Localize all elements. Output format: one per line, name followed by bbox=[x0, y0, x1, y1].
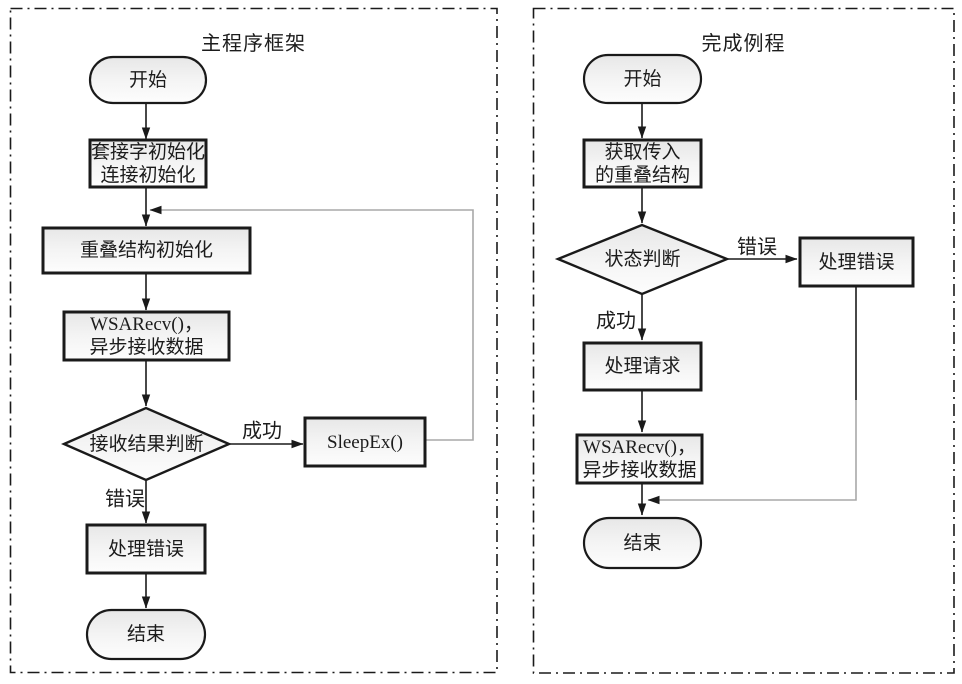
left-panel-frame bbox=[9, 7, 498, 674]
left-error-edge-label: 错误 bbox=[105, 488, 145, 511]
right-handle-error-process-shape bbox=[798, 236, 915, 288]
right-get-overlapped-process-shape bbox=[582, 138, 703, 189]
right-get-overlapped-label: 获取传入 的重叠结构 bbox=[594, 141, 690, 186]
right-end-label: 结束 bbox=[623, 532, 662, 554]
left-overlapped-label: 重叠结构初始化 bbox=[79, 240, 213, 261]
left-init-process-shape bbox=[88, 138, 208, 189]
right-start-terminator-shape bbox=[582, 53, 703, 105]
right-error-edge-label: 错误 bbox=[737, 236, 777, 259]
left-panel-title: 主程序框架 bbox=[201, 33, 306, 55]
edge-left-sleepex-loop-back bbox=[149, 205, 474, 441]
right-panel-title: 完成例程 bbox=[701, 33, 786, 55]
left-overlapped-process-shape bbox=[41, 226, 252, 275]
left-sleepex-label: SleepEx() bbox=[327, 431, 403, 453]
right-handle-error-label: 处理错误 bbox=[818, 251, 895, 273]
left-decision-label: 接收结果判断 bbox=[89, 433, 204, 455]
right-wsarecv-label: WSARecv()， 异步接收数据 bbox=[582, 437, 697, 481]
left-success-edge-label: 成功 bbox=[242, 420, 282, 443]
right-handle-request-label: 处理请求 bbox=[604, 356, 681, 377]
right-panel-frame bbox=[532, 7, 955, 674]
left-end-terminator-shape bbox=[85, 608, 207, 661]
right-wsarecv-process-shape bbox=[575, 433, 704, 485]
left-end-label: 结束 bbox=[126, 624, 165, 645]
left-wsarecv-process-shape bbox=[62, 310, 231, 362]
left-start-terminator-shape bbox=[88, 55, 208, 105]
right-handle-request-process-shape bbox=[582, 341, 703, 392]
left-decision-diamond-shape bbox=[61, 406, 233, 482]
right-decision-diamond-shape bbox=[554, 223, 731, 296]
edge-right-handle-error-merge bbox=[647, 400, 857, 505]
right-decision-label: 状态判断 bbox=[604, 249, 681, 270]
left-wsarecv-label: WSARecv()， 异步接收数据 bbox=[89, 314, 204, 358]
right-success-edge-label: 成功 bbox=[596, 310, 636, 333]
right-end-terminator-shape bbox=[582, 516, 703, 570]
left-init-label: 套接字初始化 连接初始化 bbox=[90, 141, 205, 186]
left-handle-error-label: 处理错误 bbox=[107, 538, 184, 560]
left-handle-error-process-shape bbox=[85, 523, 207, 575]
left-sleepex-process-shape bbox=[303, 416, 427, 468]
left-start-label: 开始 bbox=[128, 69, 167, 91]
right-start-label: 开始 bbox=[623, 68, 662, 90]
